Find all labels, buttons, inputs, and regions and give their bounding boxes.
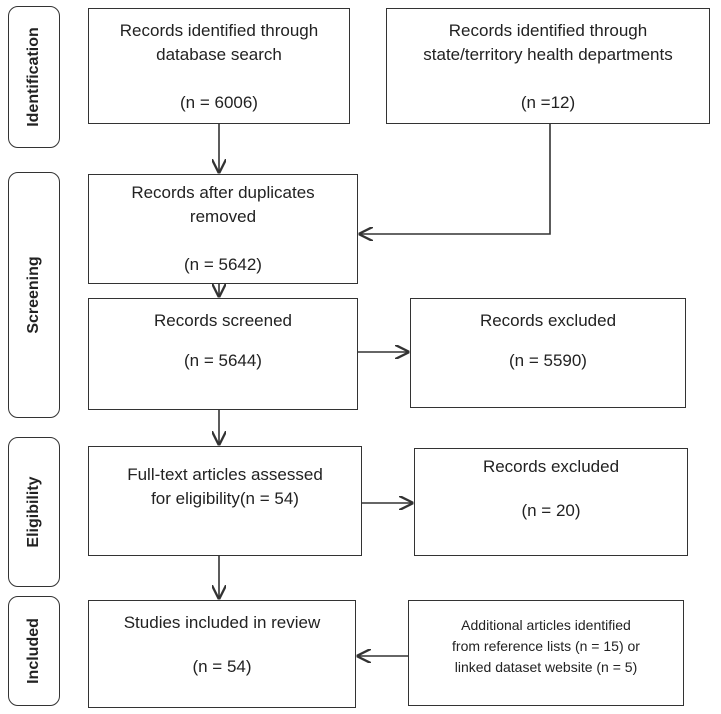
- arrow-health-to-duplicates: [360, 124, 551, 234]
- box-health-departments-count: (n =12): [520, 93, 576, 112]
- box-excluded-eligibility-text: Records excluded: [482, 457, 620, 476]
- box-excluded-screening: Records excluded (n = 5590): [410, 298, 686, 408]
- box-full-text-text: Full-text articles assessed for eligibil…: [127, 465, 323, 508]
- box-records-screened-text: Records screened: [154, 311, 292, 330]
- box-health-departments-text: Records identified through state/territo…: [423, 21, 673, 64]
- box-records-screened-count: (n = 5644): [184, 351, 262, 370]
- box-additional-articles: Additional articles identified from refe…: [408, 600, 684, 706]
- box-additional-articles-text: Additional articles identified from refe…: [452, 617, 640, 675]
- phase-screening: Screening: [8, 172, 60, 418]
- box-after-duplicates-text: Records after duplicates removed: [131, 183, 315, 226]
- box-after-duplicates: Records after duplicates removed (n = 56…: [88, 174, 358, 284]
- box-excluded-screening-count: (n = 5590): [509, 351, 587, 370]
- box-studies-included-count: (n = 54): [192, 657, 252, 676]
- box-studies-included-text: Studies included in review: [123, 613, 321, 632]
- box-full-text: Full-text articles assessed for eligibil…: [88, 446, 362, 556]
- box-after-duplicates-count: (n = 5642): [184, 255, 262, 274]
- box-excluded-eligibility: Records excluded (n = 20): [414, 448, 688, 556]
- box-studies-included: Studies included in review (n = 54): [88, 600, 356, 708]
- box-excluded-screening-text: Records excluded: [479, 311, 617, 330]
- phase-included: Included: [8, 596, 60, 706]
- box-excluded-eligibility-count: (n = 20): [521, 501, 581, 520]
- phase-identification: Identification: [8, 6, 60, 148]
- box-database-search: Records identified through database sear…: [88, 8, 350, 124]
- box-health-departments: Records identified through state/territo…: [386, 8, 710, 124]
- phase-eligibility: Eligibility: [8, 437, 60, 587]
- box-database-search-count: (n = 6006): [180, 93, 258, 112]
- box-records-screened: Records screened (n = 5644): [88, 298, 358, 410]
- box-database-search-text: Records identified through database sear…: [119, 21, 319, 64]
